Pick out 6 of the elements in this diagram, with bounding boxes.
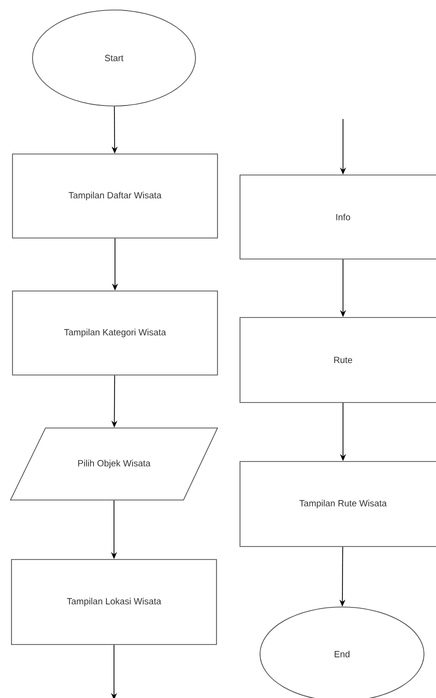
process-box: Tampilan Lokasi Wisata bbox=[11, 559, 217, 645]
process-box: Tampilan Kategori Wisata bbox=[12, 290, 218, 376]
process-box: Tampilan Rute Wisata bbox=[240, 461, 436, 547]
process-box: Rute bbox=[240, 317, 436, 403]
process-box: Info bbox=[240, 174, 436, 260]
process-box: Tampilan Daftar Wisata bbox=[12, 154, 218, 238]
